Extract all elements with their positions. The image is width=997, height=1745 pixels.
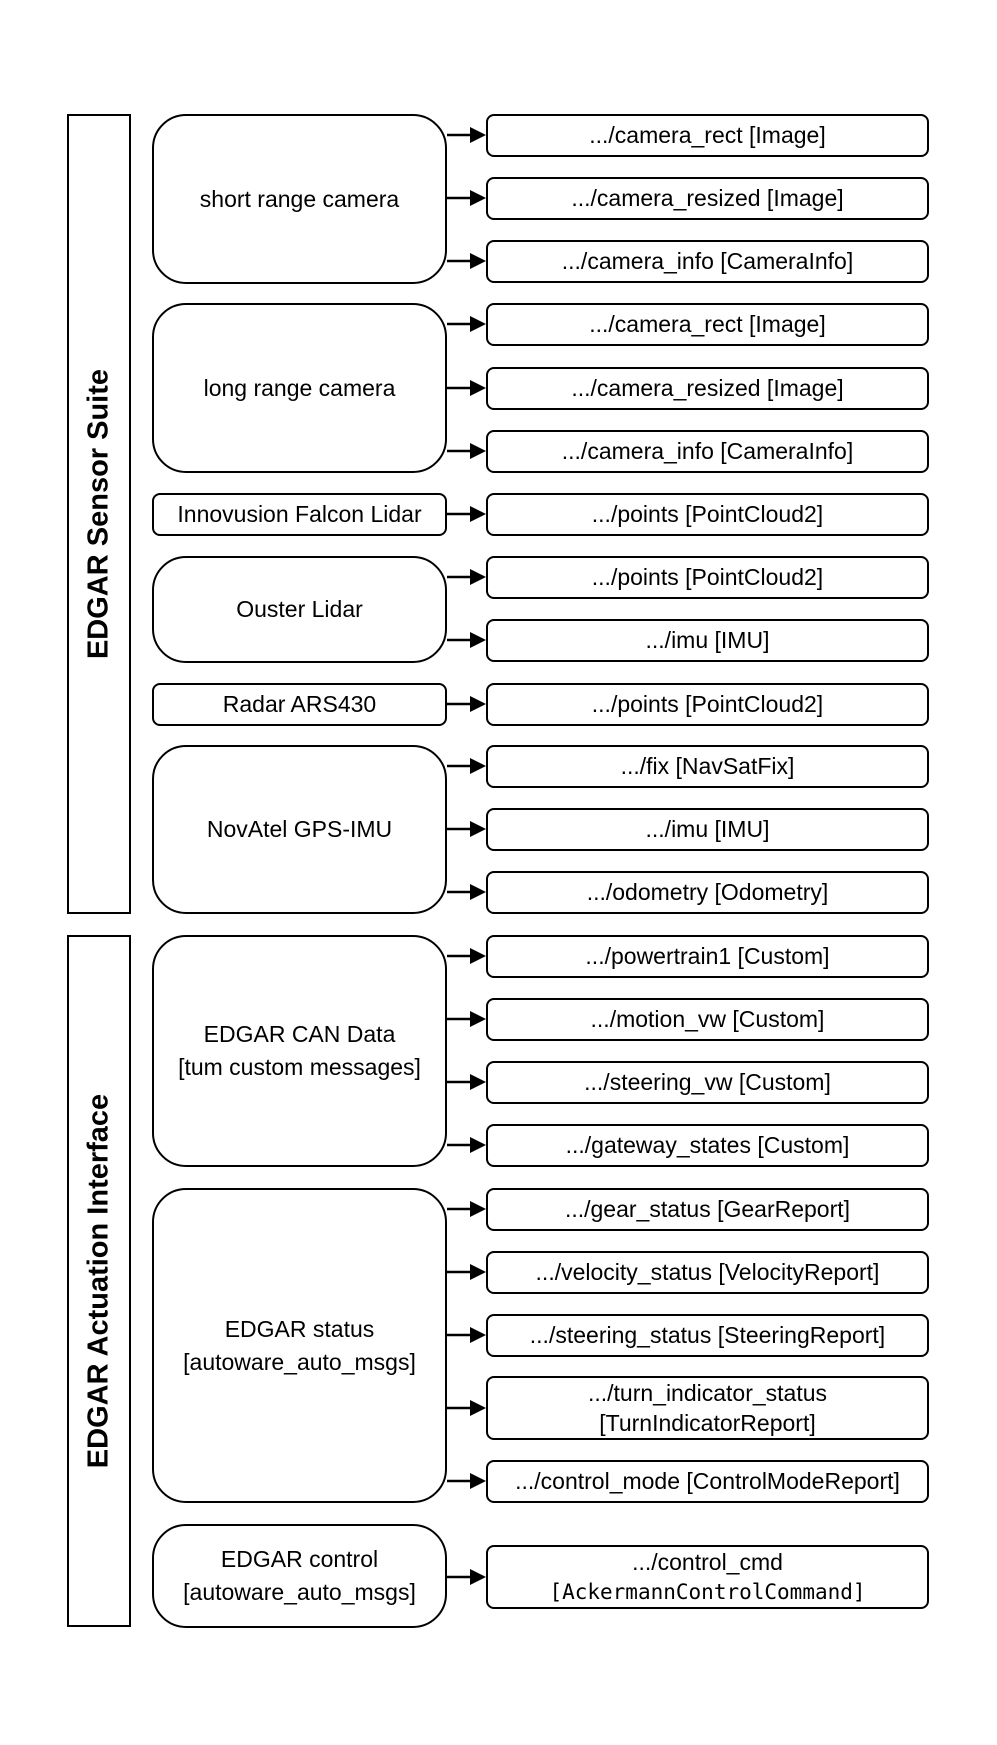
source-label: NovAtel GPS-IMU — [206, 816, 393, 842]
topic-label: .../camera_info [CameraInfo] — [561, 438, 854, 464]
arrow-head — [470, 190, 486, 206]
topic-label: .../control_mode [ControlModeReport] — [515, 1468, 900, 1494]
arrow-head — [470, 1201, 486, 1217]
source-label-line1: EDGAR control — [220, 1546, 379, 1572]
topic-label: .../velocity_status [VelocityReport] — [535, 1259, 880, 1285]
source-edgar-control: EDGAR control [autoware_auto_msgs] — [152, 1524, 447, 1628]
source-label: long range camera — [203, 374, 396, 401]
topic-label: .../steering_vw [Custom] — [584, 1069, 831, 1095]
topic-label: .../points [PointCloud2] — [591, 691, 824, 717]
topic-label-line1: .../turn_indicator_status — [587, 1380, 828, 1406]
topic-control-cmd: .../control_cmd [AckermannControlCommand… — [486, 1545, 929, 1609]
topic-label: .../imu [IMU] — [645, 627, 770, 653]
topic-label-line2: [AckermannControlCommand] — [549, 1580, 866, 1604]
group-sensor-suite: EDGAR Sensor Suite — [67, 114, 131, 914]
topic-label: .../camera_resized [Image] — [571, 185, 844, 211]
source-ouster-lidar: Ouster Lidar — [152, 556, 447, 663]
topic-powertrain1: .../powertrain1 [Custom] — [486, 935, 929, 978]
topic-velocity-status: .../velocity_status [VelocityReport] — [486, 1251, 929, 1294]
topic-gear-status: .../gear_status [GearReport] — [486, 1188, 929, 1231]
arrow-head — [470, 1473, 486, 1489]
topic-camera-rect: .../camera_rect [Image] — [486, 114, 929, 157]
source-innovusion-falcon-lidar: Innovusion Falcon Lidar — [152, 493, 447, 536]
source-edgar-can-data: EDGAR CAN Data [tum custom messages] — [152, 935, 447, 1167]
topic-label-line2: [TurnIndicatorReport] — [599, 1410, 816, 1436]
source-label: Innovusion Falcon Lidar — [177, 501, 422, 527]
topic-odometry: .../odometry [Odometry] — [486, 871, 929, 914]
source-radar-ars430: Radar ARS430 — [152, 683, 447, 726]
topic-camera-info: .../camera_info [CameraInfo] — [486, 240, 929, 283]
topic-label: .../points [PointCloud2] — [591, 564, 824, 590]
source-label: short range camera — [199, 185, 400, 212]
topic-label: .../motion_vw [Custom] — [590, 1006, 825, 1032]
arrow-head — [470, 1011, 486, 1027]
group-actuation-interface: EDGAR Actuation Interface — [67, 935, 131, 1627]
topic-fix: .../fix [NavSatFix] — [486, 745, 929, 788]
source-label-line1: EDGAR status — [224, 1315, 375, 1342]
topic-camera-info: .../camera_info [CameraInfo] — [486, 430, 929, 473]
topic-label: .../fix [NavSatFix] — [620, 753, 795, 779]
arrow-head — [470, 127, 486, 143]
group-label: EDGAR Sensor Suite — [82, 368, 115, 660]
topic-turn-indicator-status: .../turn_indicator_status [TurnIndicator… — [486, 1376, 929, 1440]
topic-label: .../camera_rect [Image] — [589, 311, 826, 337]
group-label: EDGAR Actuation Interface — [82, 1093, 115, 1469]
topic-label: .../gear_status [GearReport] — [564, 1196, 851, 1222]
arrow-head — [470, 696, 486, 712]
topic-control-mode: .../control_mode [ControlModeReport] — [486, 1460, 929, 1503]
topic-gateway-states: .../gateway_states [Custom] — [486, 1124, 929, 1167]
source-long-range-camera: long range camera — [152, 303, 447, 473]
arrow-head — [470, 884, 486, 900]
topic-label: .../powertrain1 [Custom] — [585, 943, 830, 969]
source-short-range-camera: short range camera — [152, 114, 447, 284]
topic-label: .../camera_rect [Image] — [589, 122, 826, 148]
topic-camera-resized: .../camera_resized [Image] — [486, 367, 929, 410]
topic-label: .../gateway_states [Custom] — [565, 1132, 850, 1158]
source-label-line1: EDGAR CAN Data — [203, 1021, 396, 1047]
arrow-head — [470, 1264, 486, 1280]
topic-motion-vw: .../motion_vw [Custom] — [486, 998, 929, 1041]
arrow-head — [470, 1137, 486, 1153]
topic-steering-vw: .../steering_vw [Custom] — [486, 1061, 929, 1104]
topic-label: .../camera_info [CameraInfo] — [561, 248, 854, 274]
topic-points: .../points [PointCloud2] — [486, 493, 929, 536]
arrow-head — [470, 1074, 486, 1090]
topic-label: .../odometry [Odometry] — [586, 879, 829, 905]
arrow-head — [470, 821, 486, 837]
arrow-head — [470, 1400, 486, 1416]
topic-steering-status: .../steering_status [SteeringReport] — [486, 1314, 929, 1357]
source-label: Ouster Lidar — [236, 596, 363, 622]
arrow-head — [470, 316, 486, 332]
topic-label: .../imu [IMU] — [645, 816, 770, 842]
arrow-head — [470, 380, 486, 396]
arrow-head — [470, 506, 486, 522]
topic-label-line1: .../control_cmd — [632, 1549, 783, 1575]
topic-label: .../steering_status [SteeringReport] — [529, 1322, 886, 1348]
arrow-head — [470, 253, 486, 269]
arrow-head — [470, 758, 486, 774]
topic-label: .../points [PointCloud2] — [591, 501, 824, 527]
topic-camera-rect: .../camera_rect [Image] — [486, 303, 929, 346]
source-novatel-gps-imu: NovAtel GPS-IMU — [152, 745, 447, 914]
topic-imu: .../imu [IMU] — [486, 808, 929, 851]
arrow-head — [470, 1569, 486, 1585]
arrow-head — [470, 569, 486, 585]
source-label-line2: [autoware_auto_msgs] — [183, 1348, 416, 1375]
arrow-head — [470, 948, 486, 964]
arrow-head — [470, 1327, 486, 1343]
source-edgar-status: EDGAR status [autoware_auto_msgs] — [152, 1188, 447, 1503]
source-label-line2: [autoware_auto_msgs] — [183, 1579, 416, 1605]
topic-imu: .../imu [IMU] — [486, 619, 929, 662]
source-label: Radar ARS430 — [222, 691, 377, 717]
source-label-line2: [tum custom messages] — [178, 1054, 421, 1080]
topic-points: .../points [PointCloud2] — [486, 683, 929, 726]
topic-label: .../camera_resized [Image] — [571, 375, 844, 401]
arrow-head — [470, 443, 486, 459]
topic-points: .../points [PointCloud2] — [486, 556, 929, 599]
arrow-head — [470, 632, 486, 648]
topic-camera-resized: .../camera_resized [Image] — [486, 177, 929, 220]
